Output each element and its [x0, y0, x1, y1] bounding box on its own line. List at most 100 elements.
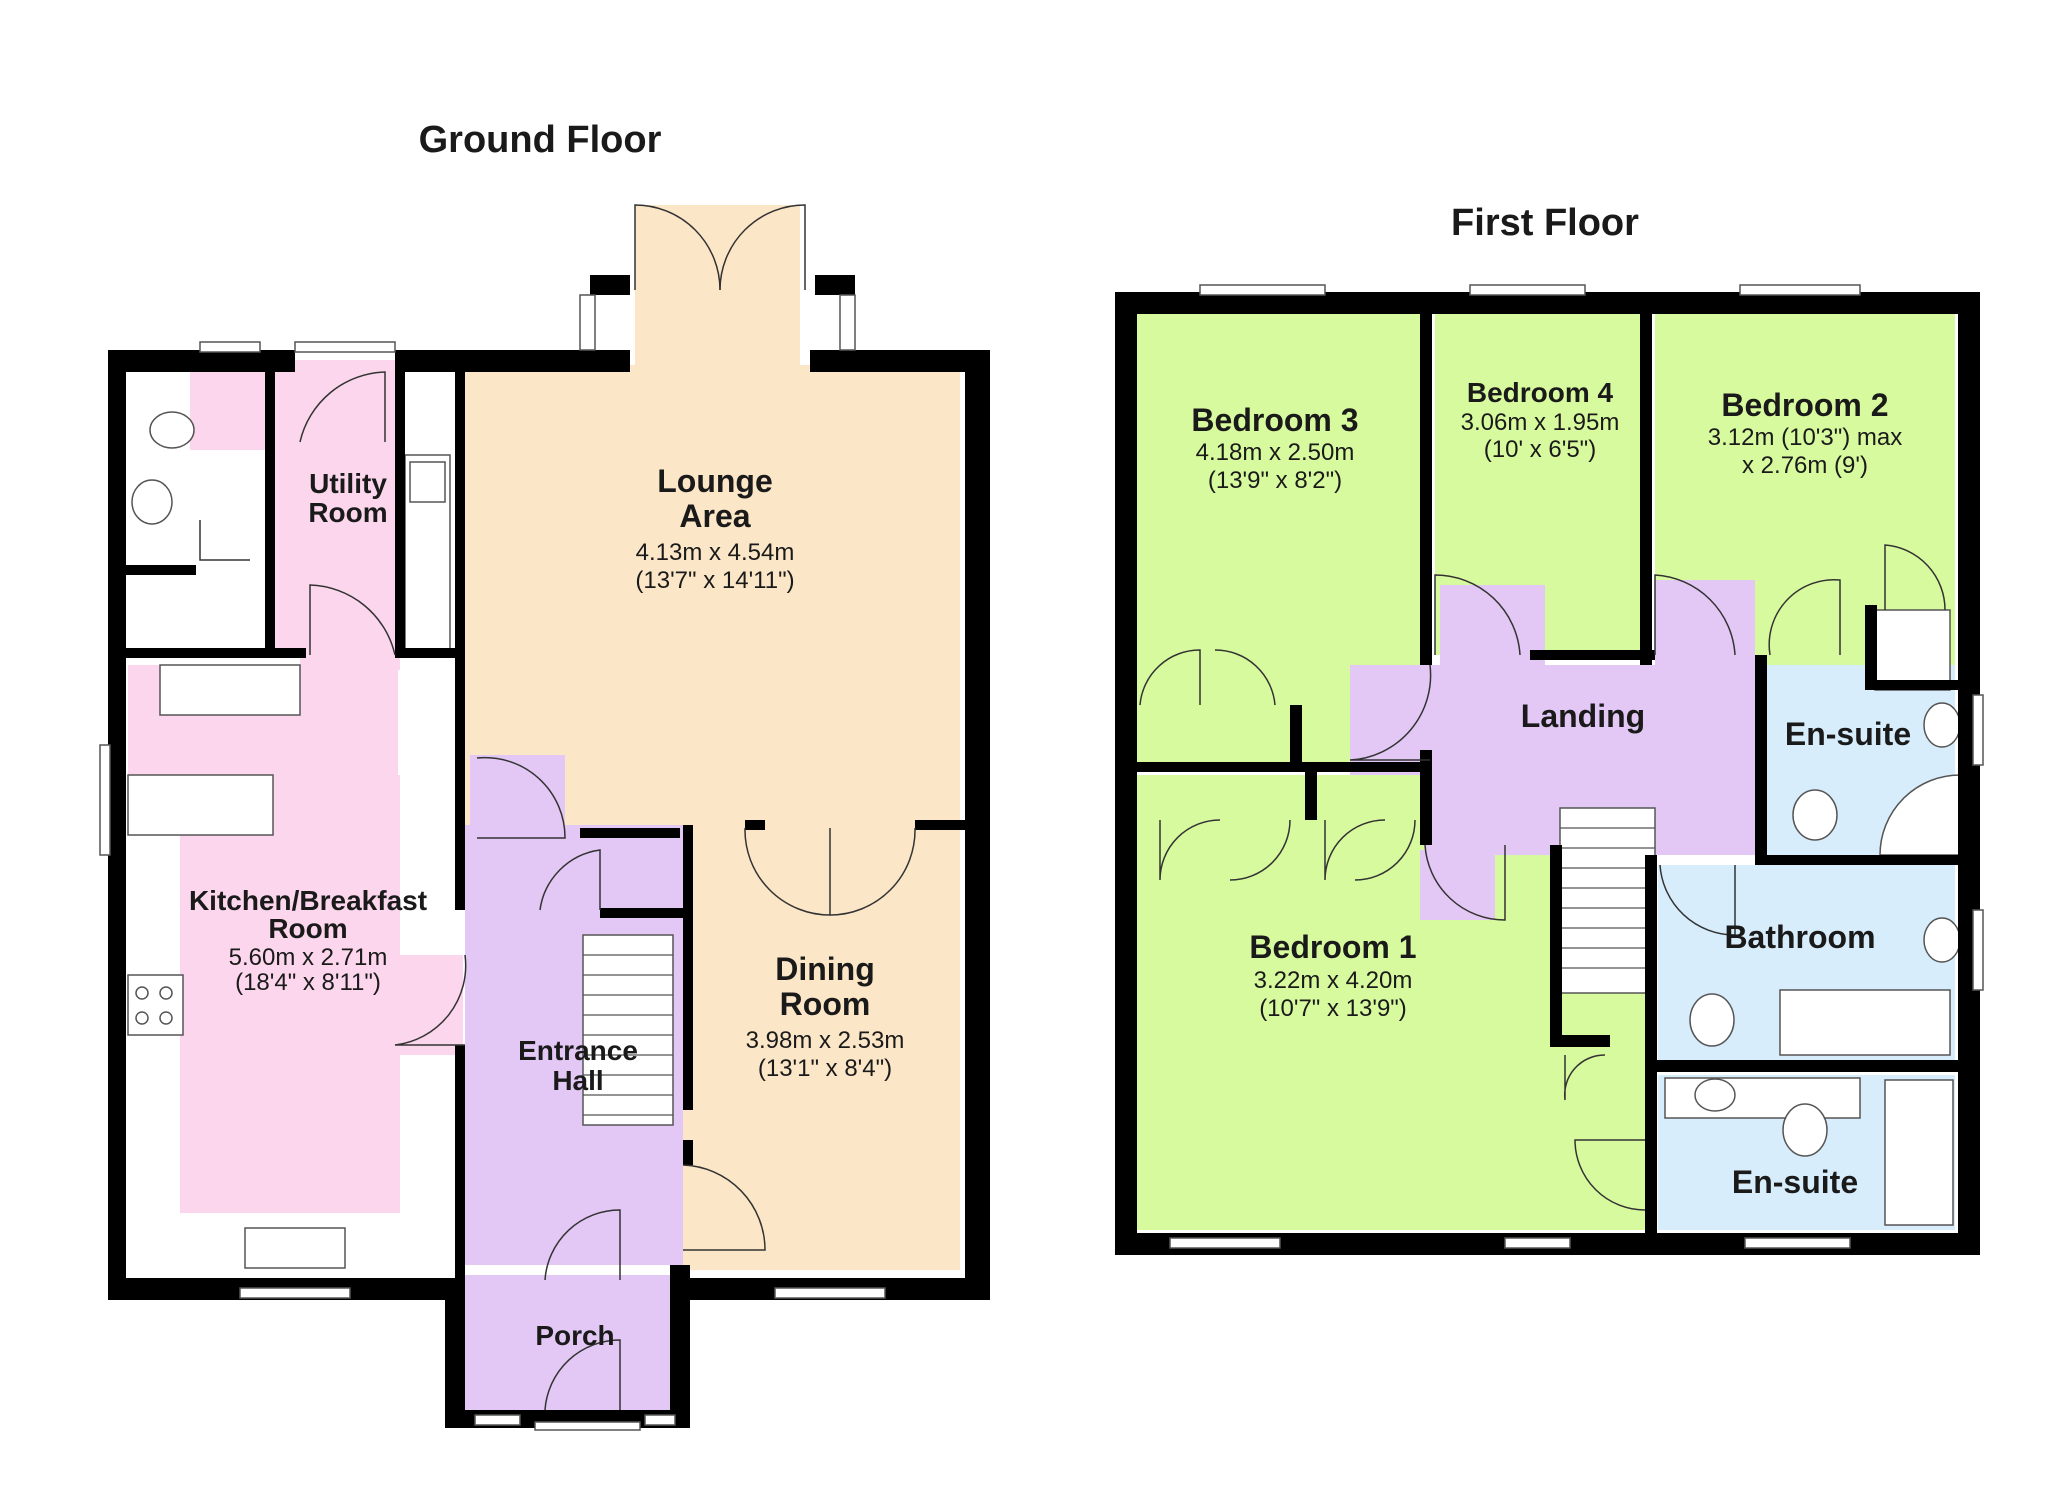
kitchen-door-fill: [300, 600, 400, 670]
shower-enclosure-icon: [1884, 1079, 1954, 1226]
window: [1169, 1237, 1281, 1249]
wall-hall-west: [455, 1045, 465, 1280]
dining-name-line2: Room: [780, 986, 871, 1022]
window: [774, 1287, 886, 1299]
first-floor: First Floor: [1115, 202, 1984, 1255]
window: [1744, 1237, 1851, 1249]
window: [839, 294, 856, 351]
first-windows: [1169, 284, 1984, 1249]
wc-door: [199, 520, 250, 561]
ground-floor: Ground Floor: [99, 119, 990, 1431]
ground-room-fills: [128, 205, 960, 1422]
window: [199, 341, 261, 353]
bathroom-name: Bathroom: [1724, 919, 1875, 955]
ensuite-1-name: En-suite: [1785, 716, 1911, 752]
bedroom-1-name: Bedroom 1: [1249, 929, 1416, 965]
hob-ring-icon: [159, 1011, 173, 1025]
wall-kitchen-north-2: [395, 648, 465, 658]
hall-cupboard-fill: [540, 830, 680, 920]
staircase: [582, 934, 674, 1126]
wall-bed3-bed4: [1420, 310, 1432, 665]
window: [1504, 1237, 1571, 1249]
wall-stair-west: [1550, 845, 1562, 1045]
wall-porch-ne: [670, 1265, 690, 1280]
kitchen-dimensions: 5.60m x 2.71m: [229, 944, 388, 971]
wall-ensuite-west: [1755, 655, 1767, 855]
landing-door-fill-2: [1440, 585, 1545, 670]
bedroom-3-door: [1349, 664, 1432, 761]
kitchen-island: [127, 774, 274, 836]
wall-dining-west: [683, 825, 693, 1110]
porch-fill: [465, 1275, 670, 1422]
bathroom-door: [1659, 864, 1736, 936]
hall-top-fill: [470, 755, 565, 830]
lounge-hall-door: [476, 756, 566, 839]
dining-dimensions-imperial: (13'1" x 8'4"): [758, 1055, 892, 1082]
landing-door-fill-4: [1420, 850, 1495, 920]
basin-icon: [1694, 1078, 1736, 1112]
window: [644, 1414, 676, 1426]
landing-door-fill: [1350, 665, 1430, 775]
dining-door-left: [744, 827, 831, 916]
utility-sink-icon: [409, 461, 446, 503]
cupboard-door: [539, 849, 601, 911]
bedroom-2-name: Bedroom 2: [1721, 387, 1888, 423]
bedroom-3-dimensions: 4.18m x 2.50m: [1196, 439, 1355, 466]
kitchen-worktop: [159, 664, 301, 716]
hob: [127, 974, 184, 1036]
toilet-icon: [1689, 993, 1735, 1047]
wall-bay-right: [815, 275, 855, 295]
first-labels: Bedroom 3 4.18m x 2.50m (13'9" x 8'2") B…: [1191, 377, 1911, 1200]
wall-wardrobe: [1290, 705, 1302, 765]
wall-ensuite-south: [1755, 855, 1965, 865]
hall-name-line2: Hall: [552, 1065, 603, 1096]
first-doors: [1139, 544, 1946, 1211]
hall-kitchen-door: [394, 954, 467, 1046]
window: [1739, 284, 1861, 296]
wall-east: [1958, 292, 1980, 1255]
wardrobe-door: [1159, 819, 1221, 881]
wall-north-east: [810, 350, 990, 372]
hob-ring-icon: [135, 1011, 149, 1025]
wall-north: [1115, 292, 1980, 314]
ground-fixtures: [127, 411, 674, 1269]
window: [1469, 284, 1586, 296]
dining-door-right: [829, 827, 916, 916]
hob-ring-icon: [159, 986, 173, 1000]
window: [474, 1414, 521, 1426]
wall-north-mid: [395, 350, 630, 372]
kitchen-sink-icon: [244, 1227, 346, 1269]
wall-porch-east: [670, 1278, 690, 1428]
lounge-area-fill: [465, 365, 960, 825]
window: [294, 341, 396, 353]
wall-wardrobe-2: [1305, 770, 1317, 820]
landing-door-fill-3: [1655, 580, 1755, 670]
porch-inner-door: [544, 1209, 621, 1281]
first-fixtures: [1559, 609, 1961, 1226]
basin-icon: [1923, 702, 1961, 748]
bedroom-2-dimensions-2: x 2.76m (9'): [1742, 452, 1868, 479]
wall-cupboard-south: [600, 908, 685, 918]
wall-north-utility: [108, 350, 295, 372]
stair-treads: [1560, 827, 1655, 969]
window: [239, 1287, 351, 1299]
hall-name-line1: Entrance: [518, 1035, 638, 1066]
wardrobe-door: [1139, 649, 1201, 706]
toilet-icon: [1792, 789, 1838, 841]
wall-lounge-west: [455, 370, 465, 910]
dining-name-line1: Dining: [775, 951, 875, 987]
bedroom-4-dimensions: 3.06m x 1.95m: [1461, 409, 1620, 436]
landing-name: Landing: [1521, 698, 1645, 734]
porch-outer-door: [544, 1339, 621, 1411]
lounge-dimensions-imperial: (13'7" x 14'11"): [635, 567, 794, 594]
shower-tray-icon: [1879, 774, 1961, 856]
bedroom-2-dimensions: 3.12m (10'3") max: [1708, 424, 1903, 451]
wall-wc-south: [126, 565, 196, 575]
lounge-dimensions: 4.13m x 4.54m: [636, 539, 795, 566]
dining-room-fill: [683, 825, 960, 1270]
kitchen-name-line2: Room: [268, 913, 347, 944]
wall-cupboard: [1865, 605, 1877, 685]
french-door-left: [634, 204, 721, 291]
kitchen-door: [309, 584, 396, 656]
